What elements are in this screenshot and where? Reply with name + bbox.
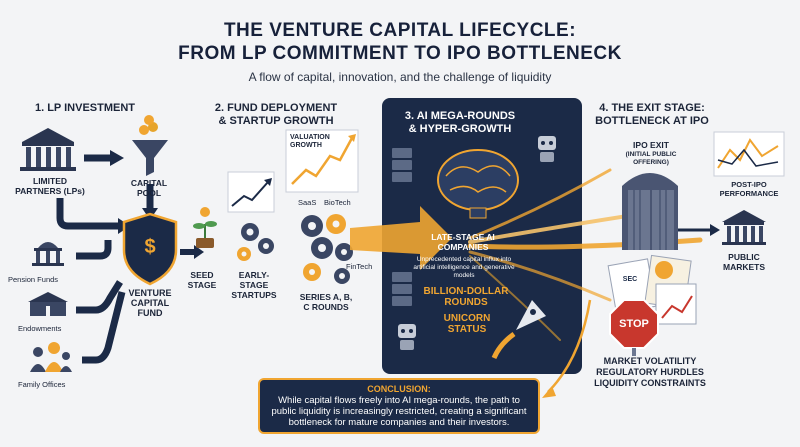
biotech-label: BioTech bbox=[324, 198, 351, 207]
ai-description: Unprecedented capital influx into artifi… bbox=[413, 256, 515, 279]
ipo-gate-icon bbox=[622, 173, 678, 250]
early-stage-label: EARLY-STAGE STARTUPS bbox=[231, 270, 277, 300]
billion-dollar-label: BILLION-DOLLAR ROUNDS bbox=[423, 286, 509, 308]
ipo-sub-label: (INITIAL PUBLIC OFFERING) bbox=[625, 151, 677, 166]
section2-heading-line2: & STARTUP GROWTH bbox=[218, 115, 334, 127]
bank-icon bbox=[20, 128, 76, 171]
public-markets-label: PUBLIC MARKETS bbox=[722, 252, 766, 272]
ai-brain-icon bbox=[437, 149, 519, 219]
capital-pool-label: CAPITAL POOL bbox=[130, 178, 168, 198]
page-subtitle: A flow of capital, innovation, and the c… bbox=[248, 70, 552, 84]
pension-funds-label: Pension Funds bbox=[8, 275, 59, 284]
rocket-icon bbox=[491, 300, 546, 360]
vc-fund-shield-icon bbox=[122, 212, 178, 286]
market-volatility-label: MARKET VOLATILITY bbox=[603, 356, 697, 366]
sec-doc-label: SEC bbox=[622, 276, 638, 283]
vc-fund-label: VENTURE CAPITAL FUND bbox=[128, 288, 172, 318]
gears-icon bbox=[237, 214, 353, 284]
stop-sign-text: STOP bbox=[619, 318, 649, 330]
section3-heading-line2: & HYPER-GROWTH bbox=[408, 123, 512, 135]
page-title-line1: THE VENTURE CAPITAL LIFECYCLE: bbox=[223, 20, 577, 41]
graduation-building-icon bbox=[28, 292, 68, 316]
section1-heading: 1. LP INVESTMENT bbox=[34, 102, 136, 114]
capitol-icon bbox=[32, 242, 64, 266]
section2-heading-line1: 2. FUND DEPLOYMENT bbox=[214, 102, 338, 114]
growth-chart-small-icon bbox=[227, 171, 275, 213]
public-market-building-icon bbox=[722, 210, 766, 245]
arrow-lp-to-pool-icon bbox=[84, 150, 124, 166]
valuation-chart-icon bbox=[285, 129, 359, 193]
section4-heading-line2: BOTTLENECK AT IPO bbox=[595, 115, 709, 127]
unicorn-label: UNICORN STATUS bbox=[443, 313, 491, 335]
post-ipo-chart-icon bbox=[713, 131, 785, 177]
liquidity-label: LIQUIDITY CONSTRAINTS bbox=[594, 378, 706, 388]
conclusion-text: While capital flows freely into AI mega-… bbox=[271, 395, 527, 428]
ipo-exit-label: IPO EXIT bbox=[633, 140, 669, 150]
conclusion-box: CONCLUSION: While capital flows freely i… bbox=[258, 378, 540, 434]
server-rack-icon bbox=[392, 148, 412, 306]
regulatory-label: REGULATORY HURDLES bbox=[596, 367, 704, 377]
series-rounds-label: SERIES A, B, C ROUNDS bbox=[299, 292, 353, 312]
capital-flow-arrow bbox=[350, 206, 452, 270]
fintech-label: FinTech bbox=[346, 262, 373, 271]
stop-sign-icon bbox=[609, 299, 659, 356]
family-icon bbox=[30, 342, 72, 372]
valuation-growth-label: VALUATION GROWTH bbox=[290, 134, 330, 149]
funnel-icon bbox=[132, 115, 168, 176]
robot-icon bbox=[398, 136, 556, 350]
conclusion-arrow bbox=[547, 299, 592, 393]
conclusion-heading: CONCLUSION: bbox=[367, 384, 431, 394]
page-title-line2: FROM LP COMMITMENT TO IPO BOTTLENECK bbox=[178, 43, 622, 64]
seedling-icon bbox=[193, 207, 217, 248]
seed-stage-label: SEED STAGE bbox=[187, 270, 217, 290]
saas-label: SaaS bbox=[298, 198, 317, 207]
lp-flow-arrows bbox=[56, 184, 154, 364]
late-stage-label: LATE-STAGE AI COMPANIES bbox=[431, 232, 495, 252]
endowments-label: Endowments bbox=[18, 324, 62, 333]
fund-dollar-symbol: $ bbox=[144, 236, 156, 258]
section3-heading-line1: 3. AI MEGA-ROUNDS bbox=[404, 110, 516, 122]
family-offices-label: Family Offices bbox=[18, 380, 66, 389]
limited-partners-label: LIMITED PARTNERS (LPs) bbox=[15, 176, 85, 196]
section4-heading-line1: 4. THE EXIT STAGE: bbox=[599, 102, 705, 114]
hyper-growth-streaks bbox=[467, 168, 703, 341]
post-ipo-label: POST-IPO PERFORMANCE bbox=[719, 180, 779, 198]
